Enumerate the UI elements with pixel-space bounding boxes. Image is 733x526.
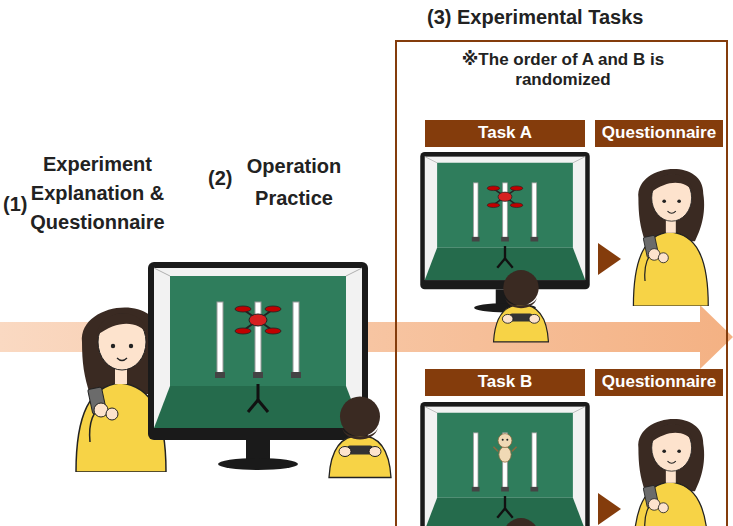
banner-text: Task B	[478, 372, 533, 392]
operator-figure	[494, 518, 549, 526]
task-banner: Task A	[425, 120, 585, 147]
task-frame: (3) Experimental Tasks※The order of A an…	[395, 40, 728, 526]
step-title: Experiment Explanation & Questionnaire	[25, 150, 170, 237]
person-with-phone	[633, 419, 708, 526]
monitor-drone	[148, 262, 368, 470]
operator-figure	[329, 397, 391, 478]
operator-figure	[494, 270, 549, 342]
step-arrow	[598, 493, 621, 525]
banner-text: Questionnaire	[602, 123, 716, 143]
section-heading: (3) Experimental Tasks	[427, 5, 727, 29]
step-arrow	[598, 243, 621, 275]
task-banner: Task B	[425, 369, 585, 396]
banner-text: Questionnaire	[602, 372, 716, 392]
questionnaire-banner: Questionnaire	[595, 369, 723, 396]
step-number: (2)	[208, 166, 242, 190]
questionnaire-banner: Questionnaire	[595, 120, 723, 147]
person-with-phone	[633, 169, 708, 306]
banner-text: Task A	[478, 123, 532, 143]
monitor-character	[420, 402, 590, 526]
note-text: ※The order of A and B is randomized	[445, 50, 681, 91]
step-title: Operation Practice	[238, 150, 350, 214]
